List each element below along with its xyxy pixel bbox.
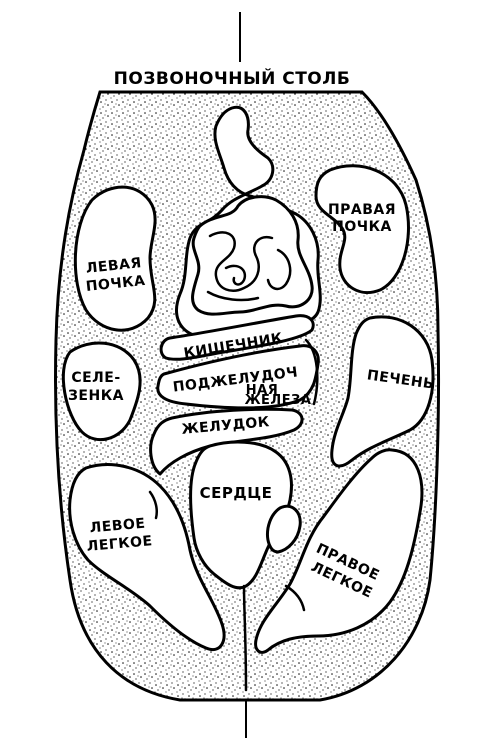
aorta-shape <box>266 504 302 554</box>
heart-shape <box>189 440 293 590</box>
intestine-inner <box>191 195 314 316</box>
intestine-coil-1 <box>208 231 274 292</box>
right-kidney-label-line1: ПРАВАЯ <box>328 202 396 218</box>
left-kidney-shape <box>73 185 157 332</box>
right-kidney-shape <box>314 164 410 294</box>
left-kidney-label-line1: ЛЕВАЯ <box>85 255 142 277</box>
spleen-label-line1: СЕЛЕ- <box>71 370 120 386</box>
right-lung-shape <box>254 448 424 654</box>
stomach-label: ЖЕЛУДОК <box>181 414 271 438</box>
spleen-label-line2: ЗЕНКА <box>68 388 124 404</box>
pancreas-duct <box>304 338 319 406</box>
pancreas-shape <box>156 344 320 410</box>
pancreas-label-line2: НАЯ <box>246 383 278 398</box>
heart-label: СЕРДЦЕ <box>200 484 273 502</box>
left-lung-fissure <box>148 490 158 520</box>
left-lung-label-line2: ЛЕГКОЕ <box>86 533 153 555</box>
intestine-band <box>159 314 315 361</box>
left-lung-shape <box>68 463 226 651</box>
spleen-shape <box>61 341 142 442</box>
spine-label: ПОЗВОНОЧНЫЙ СТОЛБ <box>114 67 351 89</box>
left-kidney-label-line2: ПОЧКА <box>85 273 146 295</box>
intestine-coil-3 <box>266 248 292 291</box>
intestine-coil-4 <box>206 290 260 302</box>
heart-vessel <box>242 584 248 692</box>
left-lung-label-line1: ЛЕВОЕ <box>89 516 146 537</box>
right-kidney-label-line2: ПОЧКА <box>332 219 392 235</box>
intestine-coil-2 <box>224 264 247 286</box>
left-kidney-label: ЛЕВАЯ ПОЧКА <box>85 255 146 295</box>
pancreas-label-line3: ЖЕЛЕЗА <box>245 393 312 408</box>
right-lung-fissure <box>284 584 306 612</box>
liver-shape <box>330 315 435 468</box>
